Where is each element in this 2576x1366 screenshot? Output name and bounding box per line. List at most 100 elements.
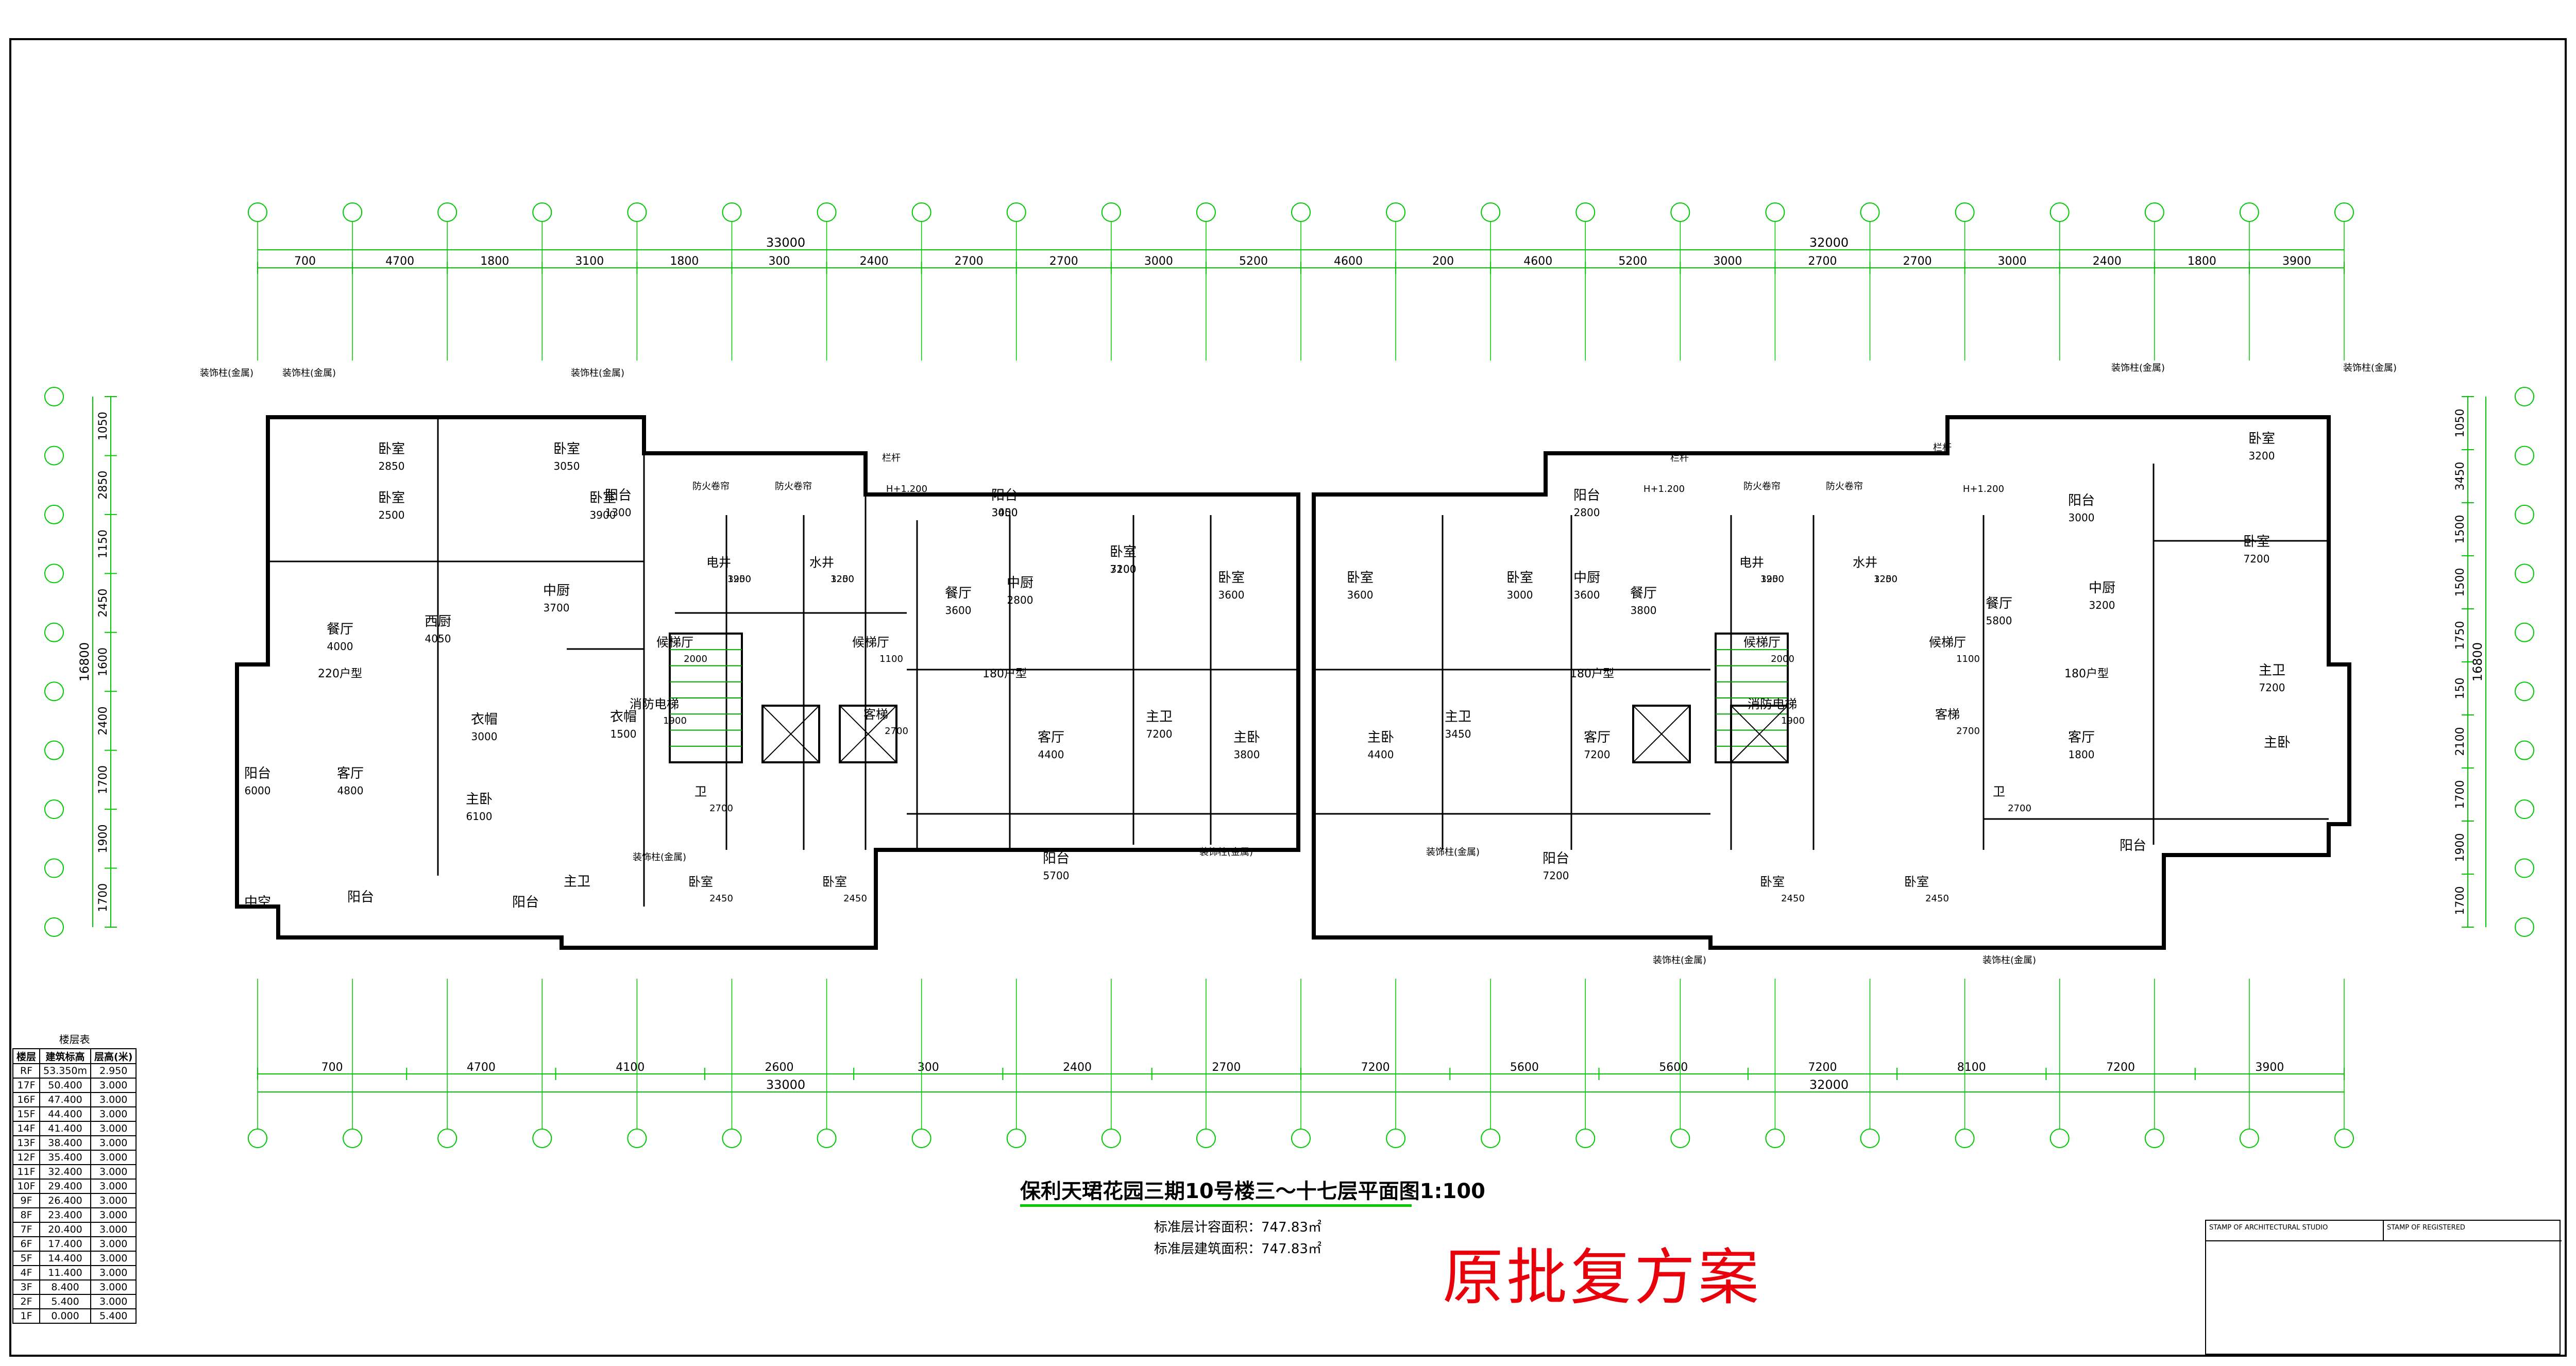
axis-bubble [2515, 564, 2534, 584]
room-dimension: 3000 [992, 506, 1018, 519]
room-dimension: 4800 [337, 784, 364, 797]
room-dimension: 7200 [2244, 553, 2270, 565]
room-dimension: 7200 [1146, 728, 1173, 740]
room-dimension: 3050 [554, 460, 580, 472]
railing-note: 栏杆 [1670, 453, 1689, 464]
room-label: 中厨 [543, 583, 570, 599]
room-label: 阳台 [1043, 851, 1070, 866]
axis-bubble [2334, 1129, 2354, 1148]
room-dimension: 4400 [1038, 748, 1064, 761]
room-label: 餐厅 [945, 586, 972, 601]
room-dimension: 3000 [1507, 589, 1533, 601]
right-wing-outline [1312, 415, 2351, 950]
deco-rail-note: 装饰柱(金属) [2111, 363, 2165, 373]
floor-table-cell: 5F [12, 1251, 41, 1266]
room-dimension: 2800 [1007, 594, 1033, 606]
dimension-label: 4600 [1334, 255, 1363, 268]
axis-bubble [44, 740, 64, 760]
core-dimension: 2450 [709, 893, 733, 904]
title-underline [1020, 1204, 1412, 1207]
dimension-label: 1050 [97, 412, 110, 440]
floor-table-cell: 16F [12, 1092, 41, 1107]
axis-bubble [343, 202, 363, 222]
dimension-label: 2700 [1049, 255, 1078, 268]
axis-bubble [44, 917, 64, 937]
axis-bubble [2049, 1129, 2070, 1148]
dimension-label: 1050 [2454, 409, 2467, 438]
dimension-label: 3000 [1144, 255, 1173, 268]
axis-bubble [1765, 202, 1785, 222]
dimension-label: 3100 [575, 255, 604, 268]
dimension-label: 3000 [1998, 255, 2027, 268]
floor-table-cell: 3.000 [90, 1078, 137, 1093]
dimension-label: 2400 [97, 706, 110, 735]
room-dimension: 3600 [1218, 589, 1245, 601]
dimension-label: 1600 [97, 647, 110, 676]
room-label: 卧室 [378, 490, 405, 506]
room-label: 阳台 [605, 488, 632, 503]
core-room-label: 卧室 [1760, 875, 1785, 889]
room-dimension: 2500 [379, 509, 405, 521]
room-label: 阳台 [244, 766, 271, 781]
floor-table-cell: 11F [12, 1164, 41, 1180]
axis-bubble [1386, 1129, 1406, 1148]
dimension-label: 7200 [1808, 1061, 1837, 1074]
axis-bubble [1955, 1129, 1975, 1148]
dimension-label: 5600 [1510, 1061, 1539, 1074]
dimension-label: 2700 [1808, 255, 1837, 268]
dimension-label: 200 [1432, 255, 1454, 268]
room-dimension: 3800 [1631, 604, 1657, 617]
floor-table-cell: 5.400 [90, 1308, 137, 1324]
floor-table-cell: 2.950 [90, 1063, 137, 1079]
floor-table-cell: 8F [12, 1207, 41, 1223]
elevator-cross [839, 705, 897, 763]
deco-rail-note: 装饰柱(金属) [1982, 955, 2036, 966]
dimension-label: 3900 [2255, 1061, 2284, 1074]
core-dimension: 1900 [1760, 574, 1784, 585]
room-label: 卧室 [1506, 570, 1533, 586]
axis-bubble [911, 1129, 931, 1148]
core-dimension: 1200 [831, 574, 854, 585]
core-dimension: 2450 [843, 893, 867, 904]
floor-table-cell: 53.350m [39, 1063, 92, 1079]
dimension-label: 2700 [1903, 255, 1932, 268]
dimension-label: 1500 [2454, 568, 2467, 597]
room-label: 主卫 [564, 874, 590, 890]
floor-table-cell: 50.400 [39, 1078, 92, 1093]
deco-rail-note: 装饰柱(金属) [282, 368, 336, 379]
room-dimension: 3000 [2069, 511, 2095, 524]
core-room-label: 电井 [706, 555, 731, 570]
room-label: 卧室 [553, 441, 580, 457]
unit-type-label: 180户型 [2064, 668, 2109, 680]
room-dimension: 7200 [1543, 869, 1569, 882]
axis-bubble [532, 202, 552, 222]
room-label: 中厨 [2089, 580, 2115, 596]
dimension-label: 2400 [1063, 1061, 1092, 1074]
floor-table-cell: 12F [12, 1150, 41, 1165]
room-label: 阳台 [1573, 488, 1600, 503]
floor-table-cell: 9F [12, 1193, 41, 1208]
dimension-label: 7200 [1361, 1061, 1390, 1074]
floor-table-cell: 4F [12, 1265, 41, 1280]
floor-table-cell: 41.400 [39, 1121, 92, 1136]
total-dimension-label: 32000 [1809, 1078, 1849, 1092]
deco-rail-note: 装饰柱(金属) [571, 368, 624, 379]
axis-bubble [2515, 799, 2534, 819]
axis-bubble [1196, 202, 1216, 222]
axis-bubble [2515, 504, 2534, 524]
floor-table-cell: 3.000 [90, 1092, 137, 1107]
railing-note: 栏杆 [882, 453, 901, 464]
total-dimension-label: 32000 [1809, 235, 1849, 250]
axis-bubble [44, 858, 64, 878]
left-dimension-chain: 1050285011502450160024001700190017001680… [77, 396, 117, 928]
room-label: 卧室 [1218, 570, 1245, 586]
deco-rail-note: 装饰柱(金属) [2343, 363, 2397, 373]
unit-type-label: 220户型 [318, 668, 362, 680]
axis-bubble [532, 1129, 552, 1148]
axis-bubble [44, 446, 64, 466]
floor-table-header: 楼层 [12, 1048, 41, 1064]
